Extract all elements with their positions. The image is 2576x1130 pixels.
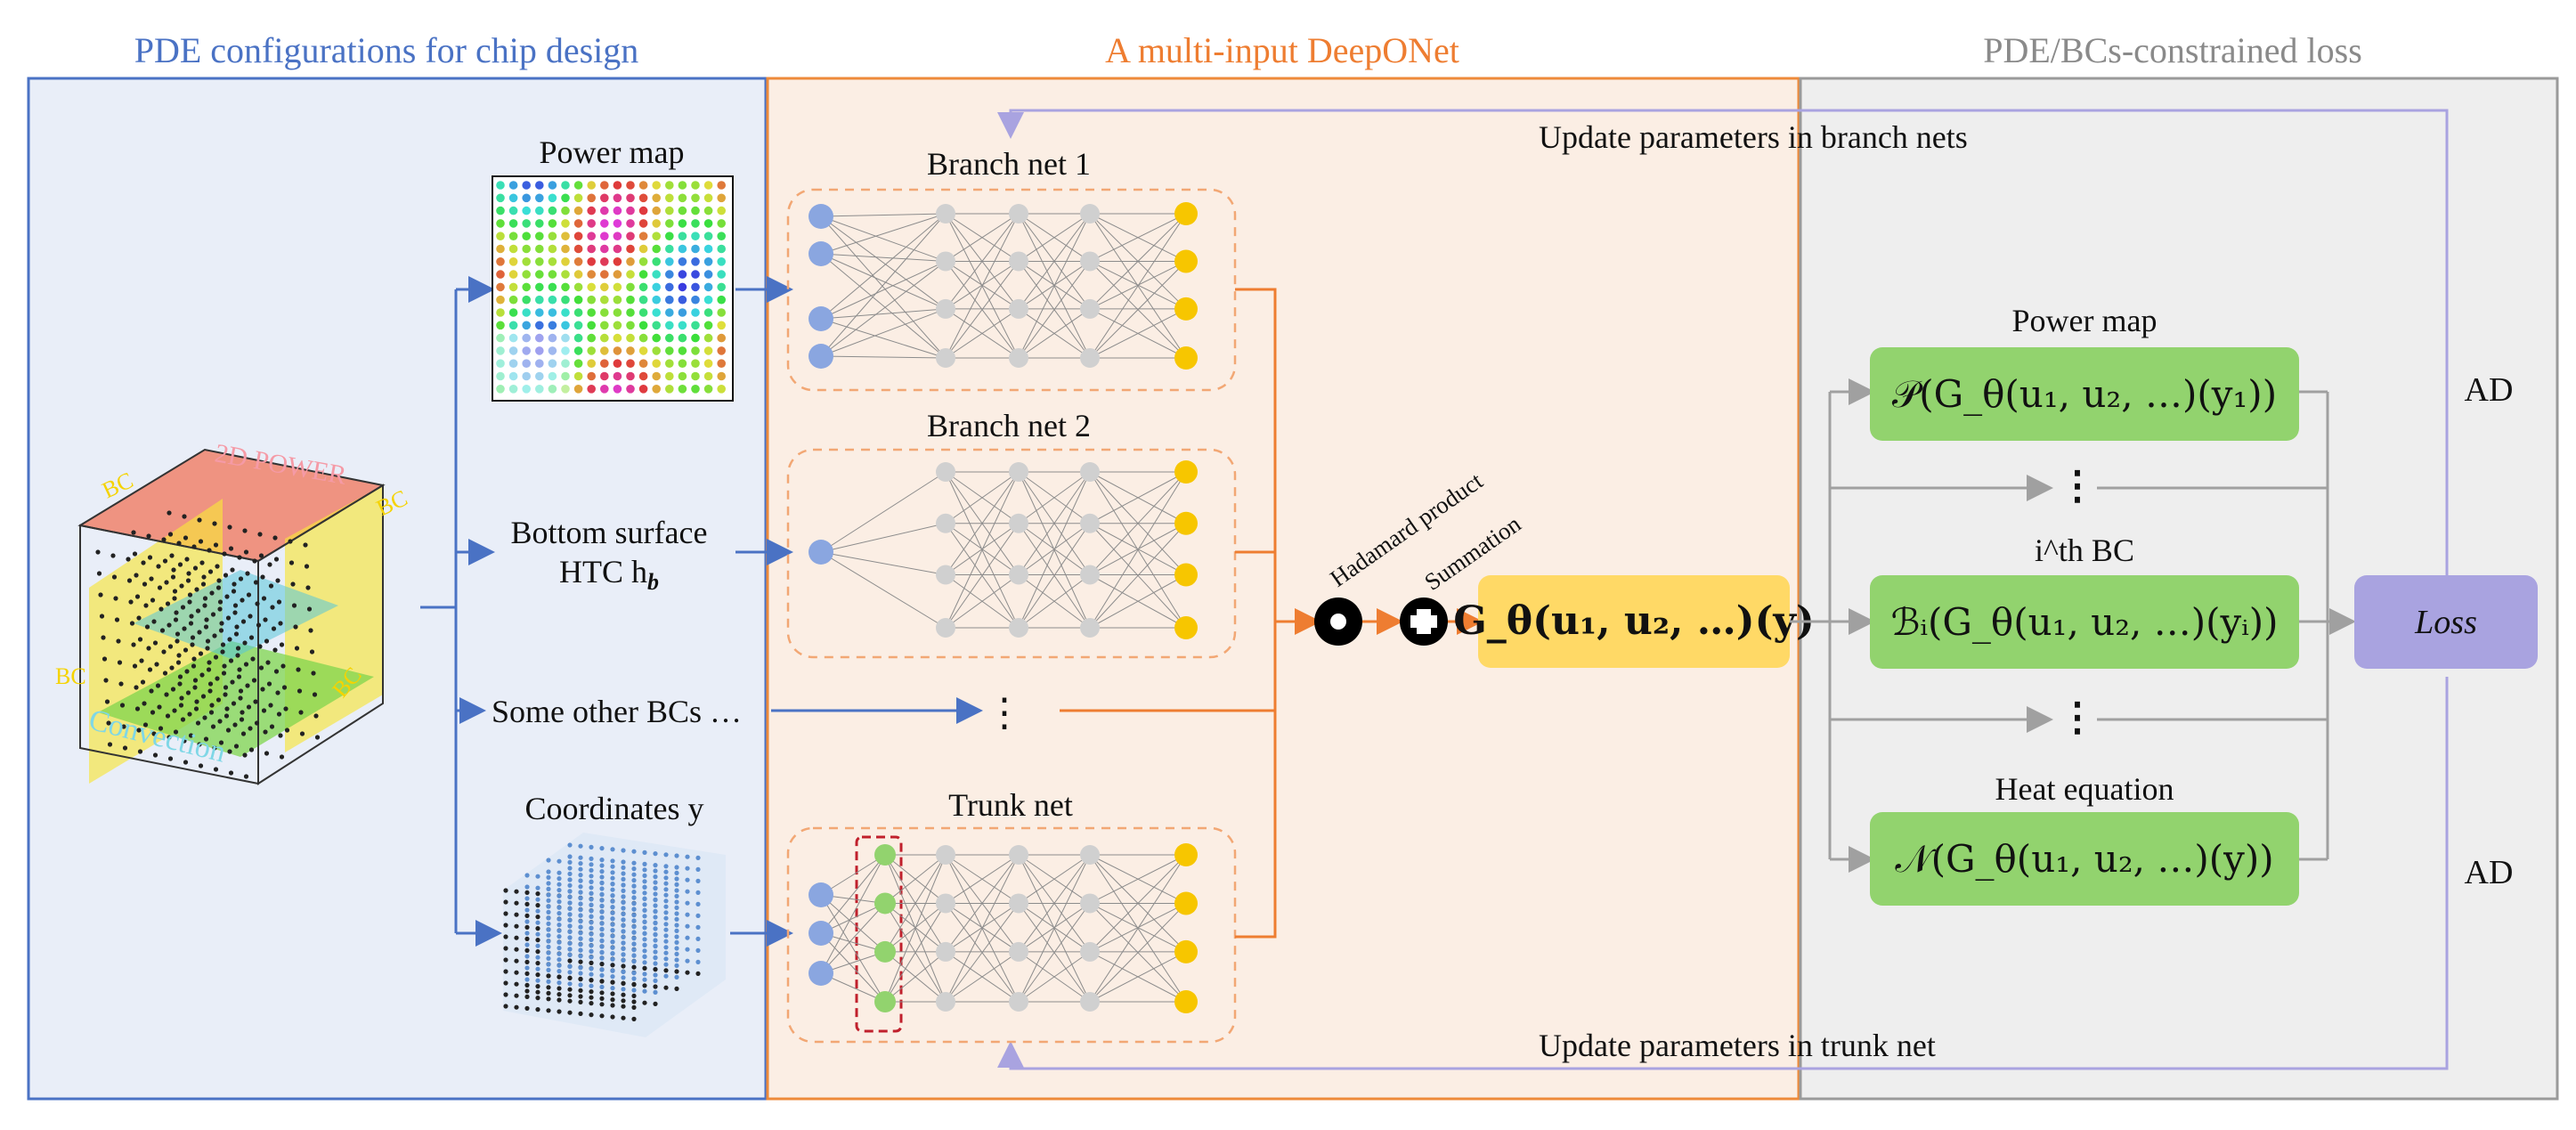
merge-connectors	[1060, 288, 1483, 939]
branch-net-2-label: Branch net 2	[927, 408, 1091, 443]
coordinates-cube	[503, 833, 726, 1037]
loss-power-map-title: Power map	[2012, 303, 2158, 338]
chip-label-bc-left: BC	[55, 663, 86, 689]
bottom-surface-label: Bottom surface	[511, 515, 708, 550]
htc-label: HTC hb	[559, 554, 659, 595]
loss-bc-expr: ℬᵢ(G_θ(u₁, u₂, …)(yᵢ))	[1891, 600, 2279, 644]
update-trunk-label: Update parameters in trunk net	[1539, 1028, 1936, 1063]
chip-cube	[77, 448, 386, 785]
trunk-net-label: Trunk net	[948, 787, 1073, 823]
update-branch-line	[997, 109, 2449, 614]
loss-bc-box	[1870, 575, 2299, 669]
loss-heat-expr: 𝒩(G_θ(u₁, u₂, …)(y))	[1895, 837, 2273, 881]
deeponet-middle-dots: ⋮	[985, 691, 1024, 735]
loss-power-map-box	[1870, 347, 2299, 441]
update-trunk-line	[997, 677, 2449, 1070]
input-connectors	[420, 276, 983, 947]
loss-dots-2: ⋮	[2058, 695, 2097, 739]
update-branch-label: Update parameters in branch nets	[1539, 119, 1968, 155]
branch-net-1-label: Branch net 1	[927, 146, 1091, 182]
loss-label: Loss	[2414, 604, 2477, 641]
hadamard-dot	[1330, 614, 1346, 630]
loss-box	[2354, 575, 2538, 669]
ad-bottom-label: AD	[2465, 854, 2514, 891]
power-map-label: Power map	[540, 134, 685, 170]
loss-connectors	[1790, 378, 2356, 873]
pde-section-title: PDE configurations for chip design	[134, 30, 639, 70]
branch-net-1	[786, 188, 1237, 392]
loss-dots-1: ⋮	[2058, 464, 2097, 508]
output-box	[1478, 575, 1790, 668]
loss-bc-title: i^th BC	[2035, 532, 2134, 568]
output-expression: G_θ(u₁, u₂, …)(y)	[1453, 598, 1815, 644]
deeponet-section-title: A multi-input DeepONet	[1105, 30, 1459, 70]
summation-plus	[1410, 609, 1437, 634]
other-bcs-label: Some other BCs …	[492, 694, 742, 729]
ad-top-label: AD	[2465, 371, 2514, 409]
trunk-net	[786, 826, 1237, 1044]
loss-heat-box	[1870, 812, 2299, 906]
loss-heat-title: Heat equation	[1995, 771, 2174, 807]
branch-net-2	[786, 448, 1237, 659]
loss-power-map-expr: 𝒫(G_θ(u₁, u₂, …)(y₁))	[1892, 372, 2277, 416]
coordinates-label: Coordinates y	[525, 791, 704, 826]
loss-section-title: PDE/BCs-constrained loss	[1983, 30, 2362, 70]
